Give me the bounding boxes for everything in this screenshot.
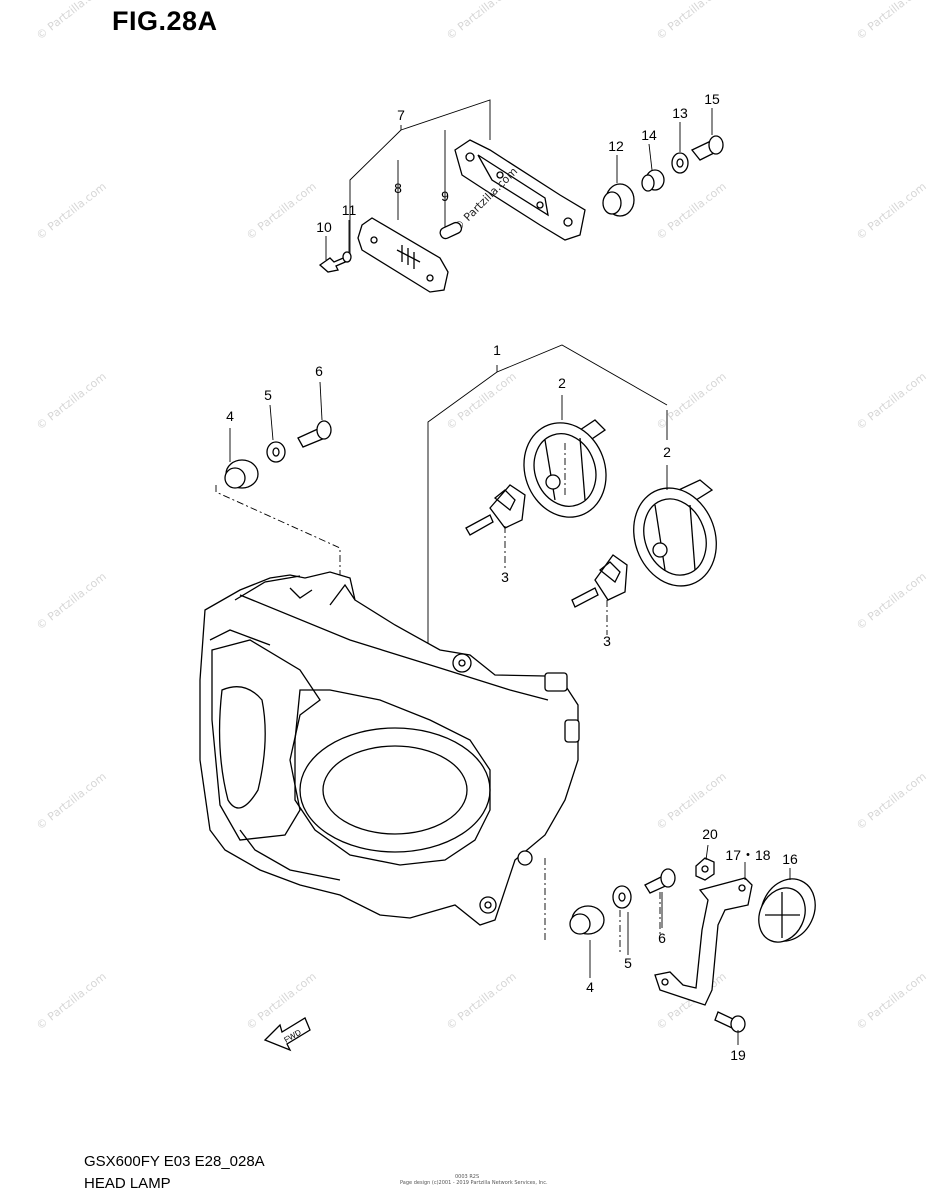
watermark: © Partzilla.com: [654, 370, 729, 433]
bolt-6-lower: [644, 868, 676, 894]
fwd-arrow-icon: FWD: [263, 1017, 311, 1052]
watermark: © Partzilla.com: [654, 180, 729, 243]
watermark: © Partzilla.com: [854, 770, 927, 833]
washer-13: [671, 152, 689, 174]
watermark: © Partzilla.com: [444, 970, 519, 1033]
watermark: © Partzilla.com: [854, 570, 927, 633]
callout-17-18: 17・18: [725, 847, 770, 863]
assembly-lines: [215, 440, 661, 955]
callout-4: 4: [226, 408, 234, 424]
bracket-17-18: [654, 877, 753, 1006]
washer-5-lower: [612, 885, 632, 909]
callout-4: 4: [586, 979, 594, 995]
position-lamp-lens: [357, 217, 449, 293]
bulb-3-upper: [465, 484, 526, 536]
callout-9: 9: [441, 188, 449, 204]
copyright-small-print: Page design (c)2001 - 2019 Partzilla Net…: [400, 1180, 548, 1186]
washer-11: [342, 251, 352, 263]
watermark: © Partzilla.com: [34, 770, 109, 833]
watermark: © Partzilla.com: [854, 0, 927, 42]
headlamp-housing: [199, 571, 580, 926]
socket-2-lower: [633, 479, 717, 587]
watermark: © Partzilla.com: [654, 0, 729, 42]
small-print-code: 0003 R2S: [455, 1174, 480, 1180]
callout-2: 2: [558, 375, 566, 391]
figure-title: FIG.28A: [112, 6, 218, 36]
watermark: © Partzilla.com: [244, 180, 319, 243]
grommet-12: [602, 183, 635, 217]
watermark: © Partzilla.com: [854, 370, 927, 433]
callout-20: 20: [702, 826, 718, 842]
callout-labels: 1 2 2 3 3 4 4 5 5 6 6 7 8 9 10 11 12 13 …: [226, 91, 798, 1063]
part-7-bracket-leaders: [349, 99, 491, 255]
bolt-6-upper: [297, 420, 332, 448]
watermark: © Partzilla.com: [34, 970, 109, 1033]
callout-12: 12: [608, 138, 624, 154]
leader-lines-top: [325, 108, 713, 260]
washer-5-upper: [266, 441, 286, 463]
callout-10: 10: [316, 219, 332, 235]
callout-13: 13: [672, 105, 688, 121]
position-lamp-bracket: [454, 139, 586, 241]
grommet-4-lower: [569, 905, 605, 935]
callout-7: 7: [397, 107, 405, 123]
watermark: © Partzilla.com: [34, 370, 109, 433]
cap-16: [758, 878, 816, 943]
watermark: © Partzilla.com: [444, 370, 519, 433]
bulb-9: [439, 221, 463, 240]
callout-3: 3: [603, 633, 611, 649]
model-code: GSX600FY E03 E28_028A: [84, 1153, 265, 1170]
watermark: © Partzilla.com: [654, 770, 729, 833]
watermark: © Partzilla.com: [854, 970, 927, 1033]
callout-16: 16: [782, 851, 798, 867]
watermark: © Partzilla.com: [34, 570, 109, 633]
grommet-4-upper: [224, 459, 259, 489]
watermark: © Partzilla.com: [34, 180, 109, 243]
callout-15: 15: [704, 91, 720, 107]
callout-6: 6: [315, 363, 323, 379]
callout-8: 8: [394, 180, 402, 196]
bolt-19: [714, 1011, 746, 1033]
callout-6: 6: [658, 930, 666, 946]
diagram-name: HEAD LAMP: [84, 1175, 171, 1192]
callout-19: 19: [730, 1047, 746, 1063]
callout-11: 11: [342, 202, 357, 218]
callout-5: 5: [264, 387, 272, 403]
collar-14: [641, 169, 665, 192]
watermark: © Partzilla.com: [444, 0, 519, 42]
bulb-3-lower: [571, 554, 628, 608]
callout-1: 1: [493, 342, 501, 358]
bolt-15: [690, 135, 724, 161]
callout-3: 3: [501, 569, 509, 585]
callout-14: 14: [641, 127, 657, 143]
leader-lines-lower: [229, 381, 791, 1045]
callout-2: 2: [663, 444, 671, 460]
callout-5: 5: [624, 955, 632, 971]
part-1-leaders: [427, 344, 668, 650]
watermark: © Partzilla.com: [854, 180, 927, 243]
watermark: © Partzilla.com: [34, 0, 109, 42]
nut-20: [695, 857, 715, 881]
